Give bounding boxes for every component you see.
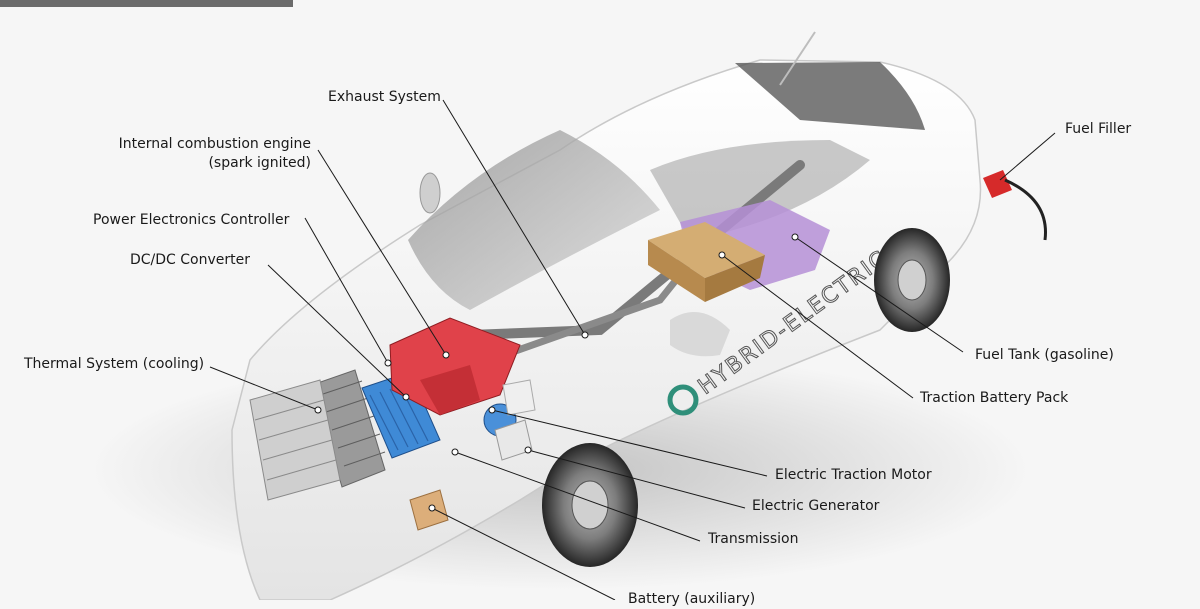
label-power-electronics-controller: Power Electronics Controller [93,212,290,228]
leader-ice [317,149,447,356]
generator-housing [494,419,533,461]
dot-transmission [451,448,459,456]
leader-power-electronics [304,217,389,364]
leader-transmission [454,451,701,542]
top-bar [0,0,293,7]
label-electric-traction-motor: Electric Traction Motor [775,467,932,483]
rear-wheel-hub [897,259,927,301]
label-fuel-tank: Fuel Tank (gasoline) [975,347,1114,363]
label-traction-battery-pack: Traction Battery Pack [920,390,1069,406]
label-electric-generator: Electric Generator [752,498,880,514]
battery-pack-top [648,222,765,278]
leader-thermal [209,366,319,411]
decal-logo [667,384,699,416]
battery-pack-front [648,240,705,302]
coolant-reservoir [502,379,536,416]
label-dcdc-converter: DC/DC Converter [130,252,251,268]
fuel-nozzle [983,170,1012,198]
windshield [408,130,660,310]
engine-block [389,317,521,416]
leader-dots [314,233,799,512]
label-transmission: Transmission [708,531,799,547]
leader-traction-motor [491,409,768,477]
label-ice-line1: Internal combustion engine [118,136,311,152]
label-internal-combustion-engine: Internal combustion engine (spark ignite… [119,135,311,173]
antenna [779,31,816,86]
seat [670,312,730,357]
side-window [650,140,870,240]
side-mirror [419,172,441,214]
engine-detail [420,365,480,415]
leader-fuel-filler [999,132,1056,181]
grille-bars [254,399,337,481]
leader-exhaust [442,99,586,336]
label-ice-line2: (spark ignited) [208,155,311,171]
dot-thermal [314,406,322,414]
dot-fuel-tank [791,233,799,241]
leader-aux-battery [431,507,616,600]
label-thermal-system: Thermal System (cooling) [24,356,205,372]
dot-power-electronics [384,359,392,367]
radiator-fins [319,380,386,467]
battery-pack-side [705,255,765,302]
dot-traction-battery [718,251,726,259]
leader-lines [209,99,1056,600]
leader-fuel-tank [794,236,964,353]
leader-generator [527,449,746,509]
label-exhaust-system: Exhaust System [328,89,441,105]
dot-traction-motor [488,406,496,414]
leader-traction-battery [721,254,914,399]
power-electronics-fins [369,385,429,451]
dot-exhaust [581,331,589,339]
leader-dcdc [267,264,407,398]
label-fuel-filler: Fuel Filler [1065,121,1132,137]
dot-ice [442,351,450,359]
rear-window [735,62,925,130]
dot-dcdc [402,393,410,401]
fuel-hose [1004,178,1047,241]
dot-generator [524,446,532,454]
front-wheel-hub [571,480,609,530]
dot-aux-battery [428,504,436,512]
aux-battery [409,489,449,531]
